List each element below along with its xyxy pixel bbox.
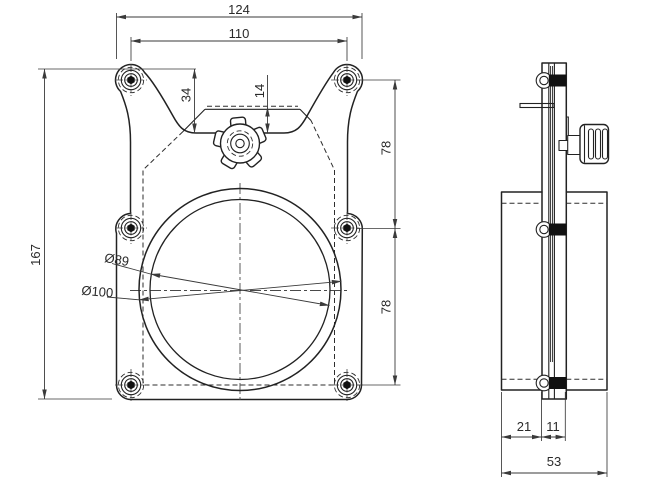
side-bolt-bottom	[535, 374, 567, 392]
star-knob-front	[212, 116, 267, 170]
knob-connector	[558, 139, 569, 152]
dim-width-bolt-span: 110	[229, 26, 250, 41]
knob-hidden-circle	[226, 130, 254, 157]
knob-groove	[601, 128, 609, 160]
dim-depth-flange: 21	[517, 419, 531, 434]
knob-shaft	[567, 134, 581, 156]
bolt-mid-left	[114, 211, 148, 245]
extension-lines	[38, 13, 608, 477]
pipe-stub-hidden	[501, 202, 607, 380]
dim-bore-outer-leader	[138, 279, 342, 302]
dim-top-to-saddle: 34	[179, 88, 194, 102]
dim-height-overall: 167	[28, 244, 43, 266]
pipe-stub-outline	[500, 191, 608, 391]
side-bolt-top	[535, 72, 567, 89]
knob-body-side	[579, 123, 610, 165]
bore-centerlines	[130, 183, 350, 400]
front-view	[114, 63, 364, 402]
dim-bore-outer: Ø100	[81, 283, 114, 301]
knob-shaft-hole	[235, 138, 245, 149]
dim-bolt-row-upper: 78	[379, 141, 394, 155]
bolt-mid-right	[330, 211, 364, 245]
boss-step	[566, 116, 569, 140]
dim-bore-inner-tail	[111, 263, 151, 275]
valve-body-outline	[114, 63, 364, 401]
bolt-bottom-left	[114, 368, 148, 402]
star-knob-side	[558, 123, 610, 165]
slide-plate-hidden-outline	[142, 105, 335, 386]
dim-bore-inner: Ø89	[103, 250, 130, 269]
side-bolt-middle	[535, 221, 567, 238]
dim-width-overall: 124	[228, 2, 250, 17]
knob-groove	[594, 128, 602, 160]
dim-slide-to-saddle: 14	[252, 84, 267, 98]
dim-depth-plates: 11	[546, 419, 560, 434]
stop-pin	[519, 102, 555, 109]
slide-plate-side	[550, 66, 554, 362]
dim-bolt-row-lower: 78	[379, 300, 394, 314]
dim-depth-overall: 53	[547, 454, 561, 469]
dim-bore-outer-tail	[106, 296, 140, 301]
knob-groove	[587, 128, 595, 160]
dimensions: 124 110 167 34 14 78 78 Ø89 Ø100 21 11 5…	[28, 2, 608, 477]
side-view	[500, 62, 610, 400]
knob-body	[219, 123, 261, 164]
knob-hub	[230, 133, 250, 154]
